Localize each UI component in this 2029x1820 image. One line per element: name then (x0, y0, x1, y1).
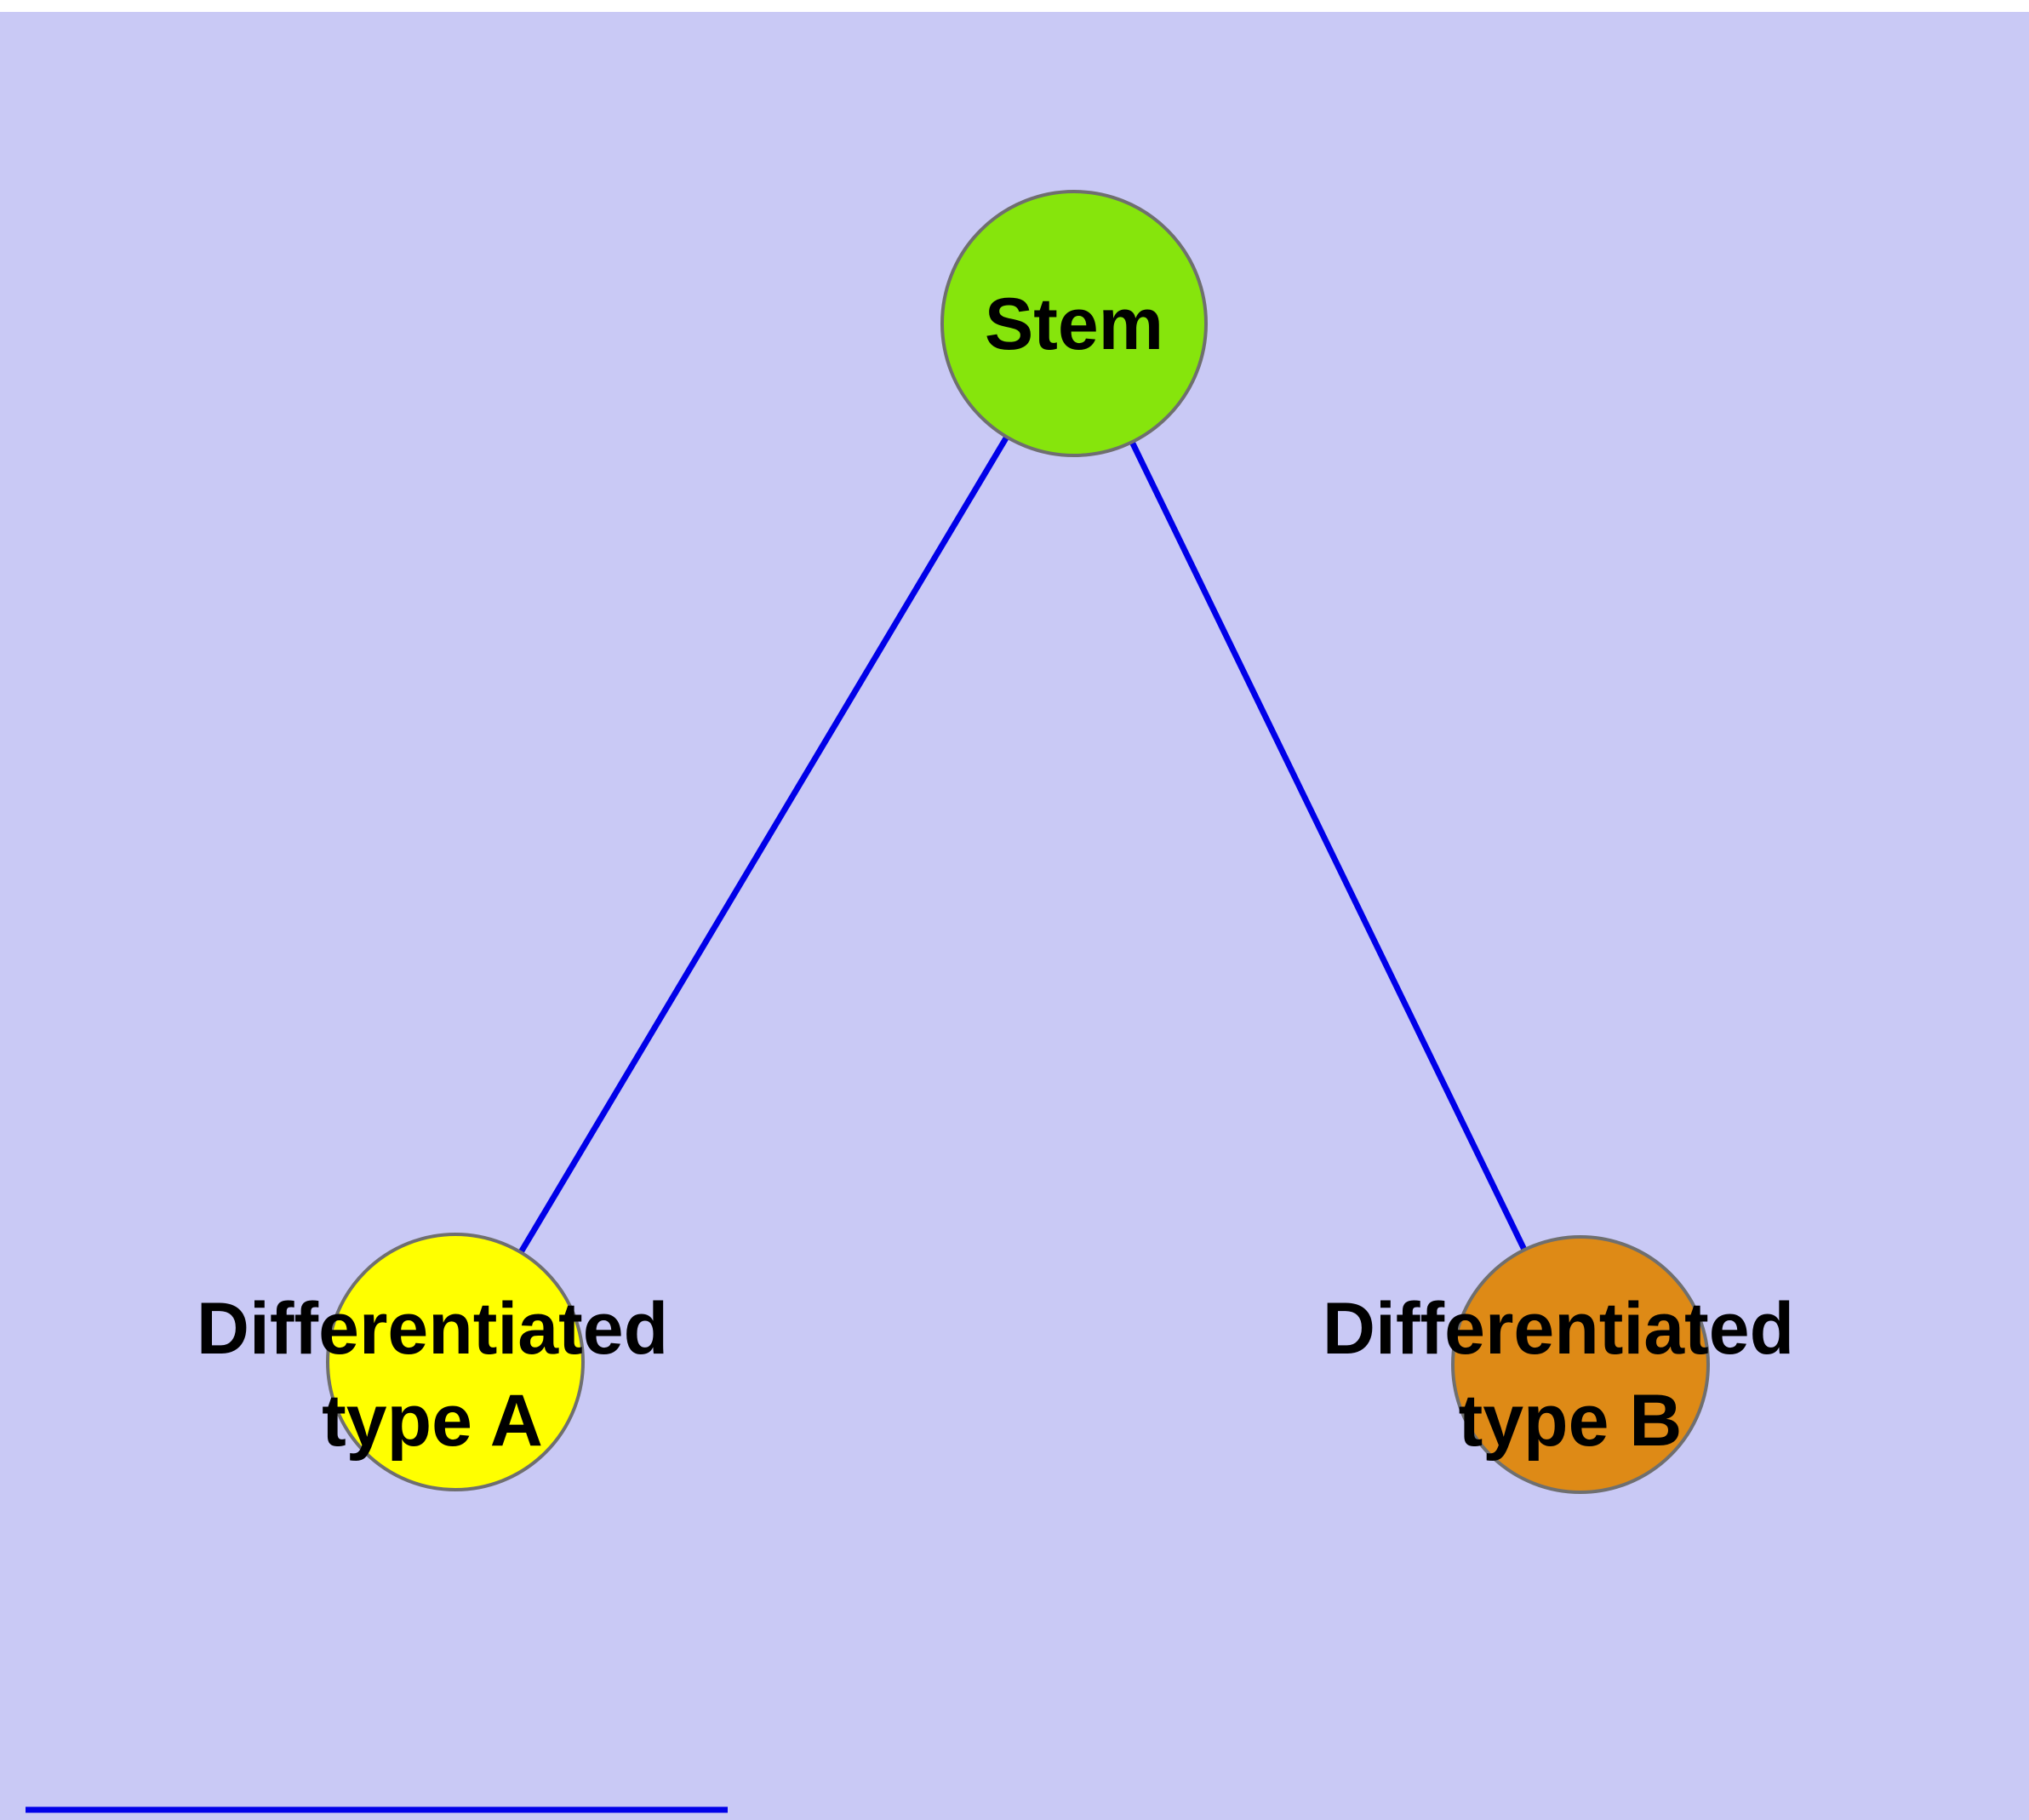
type-b-node-label-line1: Differentiated (1323, 1288, 1794, 1370)
stem-node-label: Stem (985, 283, 1163, 365)
edge-stem-to-type-b (1129, 440, 1528, 1251)
type-a-node (326, 1233, 585, 1491)
type-b-node (1451, 1235, 1710, 1494)
stem-node (940, 190, 1208, 457)
type-a-node-label-line1: Differentiated (197, 1288, 668, 1370)
type-b-node-label-line2: type B (1459, 1380, 1683, 1462)
edge-stem-to-type-a (517, 435, 1010, 1254)
type-a-node-label-line2: type A (322, 1380, 543, 1462)
